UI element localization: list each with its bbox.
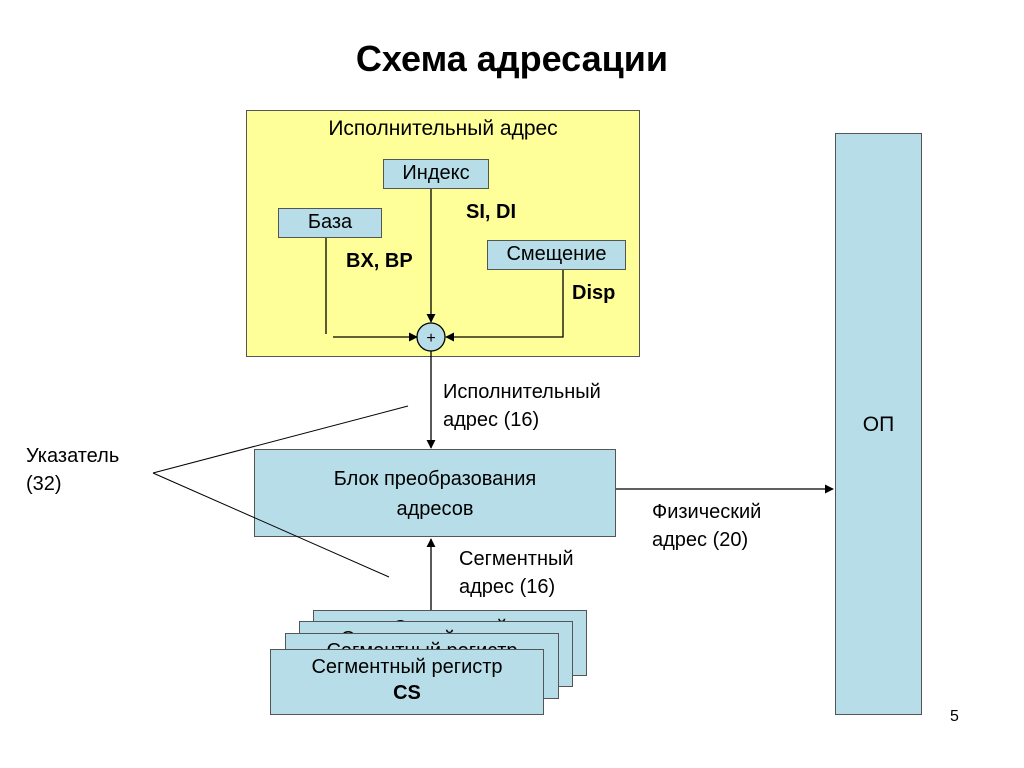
segment-address-label: Сегментный адрес (16): [459, 545, 574, 601]
converter-line-1: Блок преобразования: [333, 468, 537, 490]
segment-address-line-2: адрес (16): [459, 576, 556, 598]
effective-address-link-line-2: адрес (16): [443, 409, 540, 431]
displacement-label: Disp: [572, 282, 616, 304]
page-title: Схема адресации: [355, 38, 669, 79]
physical-address-label: Физический адрес (20): [652, 498, 761, 554]
base-register-box: База: [278, 208, 382, 238]
memory-label: ОП: [862, 413, 895, 436]
pointer-label: Указатель (32): [26, 442, 119, 498]
displacement-connector: [445, 270, 564, 342]
adder-symbol: +: [426, 330, 435, 347]
segment-register-cs-label: CS: [393, 682, 421, 704]
displacement-box: Смещение: [487, 240, 626, 270]
segment-register-card-front-label: Сегментный регистр: [311, 656, 503, 678]
index-registers-label: SI, DI: [466, 201, 517, 223]
base-registers-label: BX, BP: [346, 250, 413, 272]
page-number: 5: [950, 708, 959, 725]
pointer-label-line-2: (32): [26, 473, 62, 495]
effective-address-link-label: Исполнительный адрес (16): [443, 378, 601, 434]
pointer-line-lower: [152, 472, 390, 578]
segment-address-line-1: Сегментный: [459, 548, 574, 570]
segment-register-card-front: Сегментный регистр CS: [270, 649, 544, 715]
address-converter-block: Блок преобразования адресов: [254, 449, 616, 537]
physical-address-line-1: Физический: [652, 501, 762, 523]
index-register-box: Индекс: [383, 159, 489, 189]
pointer-label-line-1: Указатель: [26, 445, 120, 467]
effective-address-title: Исполнительный адрес: [328, 117, 558, 140]
pointer-line-upper: [152, 405, 409, 474]
memory-block: [835, 133, 922, 715]
converter-line-2: адресов: [396, 498, 474, 520]
physical-address-line-2: адрес (20): [652, 529, 749, 551]
effective-address-link-line-1: Исполнительный: [443, 381, 601, 403]
